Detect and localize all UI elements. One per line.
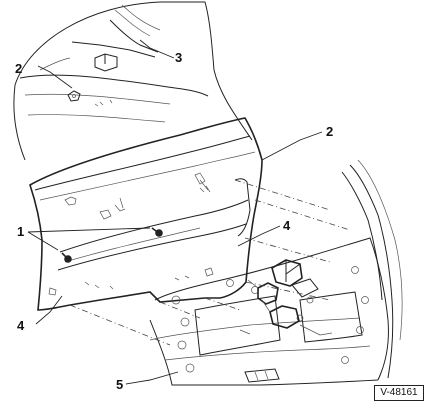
screws xyxy=(27,227,163,263)
callout-2-inset: 2 xyxy=(15,61,22,76)
callout-3: 3 xyxy=(175,50,182,65)
tailgate-frame xyxy=(149,159,403,386)
trim-panel xyxy=(29,117,263,311)
callout-2-panel: 2 xyxy=(326,124,333,139)
callout-5: 5 xyxy=(116,377,123,392)
callout-4-left: 4 xyxy=(17,318,25,333)
callout-4-right: 4 xyxy=(283,218,291,233)
leader-lines xyxy=(35,39,323,385)
assembly-lines xyxy=(69,179,351,346)
figure-reference-label: V-48161 xyxy=(374,385,424,401)
detail-inset xyxy=(13,1,253,161)
callout-1: 1 xyxy=(17,224,24,239)
